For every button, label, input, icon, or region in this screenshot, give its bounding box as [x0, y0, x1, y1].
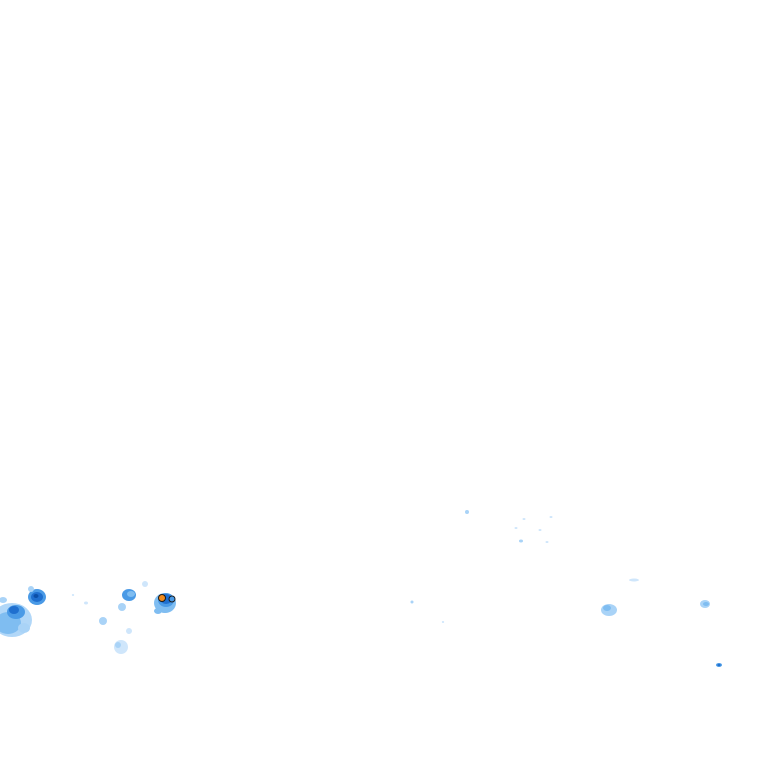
precip-cell: [703, 602, 709, 606]
west-small-cell: [28, 586, 46, 605]
precip-speck: [545, 541, 549, 543]
precip-speck: [629, 578, 639, 582]
precip-cell: [99, 617, 107, 625]
precip-cell: [717, 664, 721, 666]
precip-cell: [28, 586, 34, 592]
precip-speck: [410, 600, 414, 604]
precip-speck: [441, 621, 445, 623]
precip-cell: [127, 591, 135, 597]
precip-cell: [18, 623, 30, 633]
precip-cell: [118, 603, 126, 611]
far-east-cell: [700, 600, 710, 608]
precip-cell: [142, 581, 148, 587]
precip-speck: [519, 539, 523, 543]
scattered-specks-center: [71, 510, 639, 623]
precip-speck: [71, 594, 75, 596]
precip-cell: [33, 594, 39, 598]
precip-core: [158, 594, 166, 602]
precip-cell: [603, 605, 611, 611]
center-west-cell: [118, 581, 148, 611]
precip-speck: [465, 510, 469, 514]
precip-cell: [84, 601, 88, 605]
precip-cell: [0, 597, 7, 603]
center-west-scatter: [84, 601, 132, 654]
far-east-small: [716, 663, 722, 667]
west-edge-cluster: [0, 597, 32, 637]
east-cell: [601, 604, 617, 616]
precip-cell: [126, 628, 132, 634]
precip-cell: [9, 606, 19, 614]
core-storm-cell: [154, 593, 176, 614]
precip-cell: [154, 608, 162, 614]
precip-speck: [514, 527, 518, 529]
precip-speck: [549, 516, 553, 518]
precip-core: [168, 595, 176, 603]
precip-speck: [522, 518, 526, 520]
precip-cell: [115, 642, 121, 648]
precip-speck: [538, 529, 542, 531]
